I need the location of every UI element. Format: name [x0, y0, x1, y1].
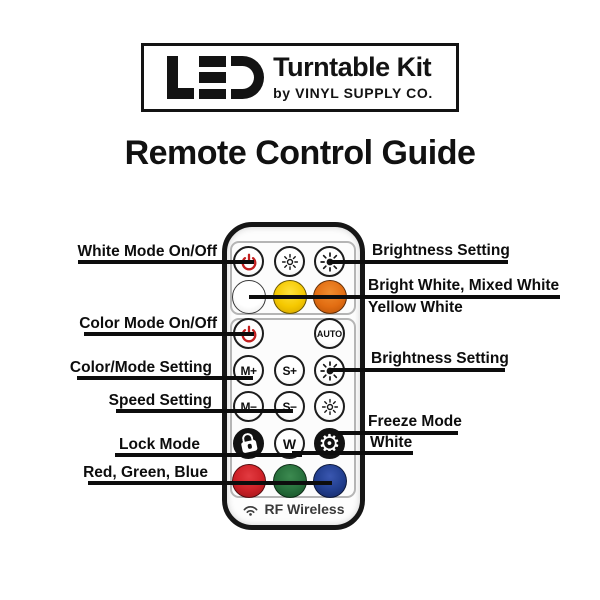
callout-white: White: [370, 434, 413, 451]
leader-line-color-setting: [77, 376, 253, 380]
led-letter-l: [167, 56, 195, 99]
callout-color-setting: Color/Mode Setting: [69, 359, 212, 376]
callout-white-mode: White Mode On/Off: [77, 243, 217, 260]
wifi-icon: [244, 505, 258, 516]
rf-wireless-footer: RF Wireless: [222, 501, 365, 517]
callout-freeze-mode: Freeze Mode: [368, 413, 462, 430]
callout-bright-mixed-white: Bright White, Mixed White: [368, 277, 560, 294]
logo-byline: by VINYL SUPPLY CO.: [273, 85, 433, 101]
auto-button-label: AUTO: [316, 328, 343, 339]
page-title: Remote Control Guide: [124, 134, 476, 172]
led-logo-mark: [167, 56, 265, 99]
leader-line-color-mode: [84, 332, 254, 336]
brightness-down-button: [314, 391, 345, 422]
callout-speed-setting: Speed Setting: [108, 392, 212, 409]
mode-up-button: M+: [233, 355, 264, 386]
speed-down-button: S−: [274, 391, 305, 422]
leader-line-white-tones: [249, 295, 560, 299]
leader-line-white-button: [292, 451, 413, 455]
logo-text-block: Turntable Kit by VINYL SUPPLY CO.: [273, 52, 433, 102]
callout-red-green-blue: Red, Green, Blue: [83, 464, 208, 481]
callout-brightness-setting-mid: Brightness Setting: [371, 350, 509, 367]
led-letter-e: [199, 56, 227, 99]
speed-up-label: S+: [282, 363, 297, 378]
leader-line-rgb: [88, 481, 332, 485]
callout-lock-mode: Lock Mode: [119, 436, 200, 453]
white-button-label: W: [282, 435, 297, 452]
brightness-low-icon: [281, 253, 298, 270]
leader-line-white-mode: [78, 260, 254, 264]
led-letter-d: [231, 56, 265, 99]
callout-color-mode: Color Mode On/Off: [79, 315, 217, 332]
auto-button: AUTO: [314, 318, 345, 349]
leader-line-lock: [115, 453, 302, 457]
leader-line-speed: [116, 409, 293, 413]
leader-line-freeze: [338, 431, 458, 435]
brightness-low-button: [274, 246, 305, 277]
gear-icon: ⚙: [318, 428, 341, 458]
logo-product-name: Turntable Kit: [273, 52, 432, 82]
brand-logo-box: Turntable Kit by VINYL SUPPLY CO.: [141, 43, 459, 112]
rf-wireless-label: RF Wireless: [264, 501, 345, 517]
leader-line-brightness-top: [330, 260, 508, 264]
mode-up-label: M+: [240, 363, 257, 378]
leader-line-brightness-mid: [330, 368, 505, 372]
lock-icon: [239, 432, 258, 454]
speed-up-button: S+: [274, 355, 305, 386]
mode-down-button: M−: [233, 391, 264, 422]
brightness-low-icon: [321, 398, 338, 415]
callout-brightness-setting-top: Brightness Setting: [372, 242, 510, 259]
callout-yellow-white: Yellow White: [368, 299, 463, 316]
